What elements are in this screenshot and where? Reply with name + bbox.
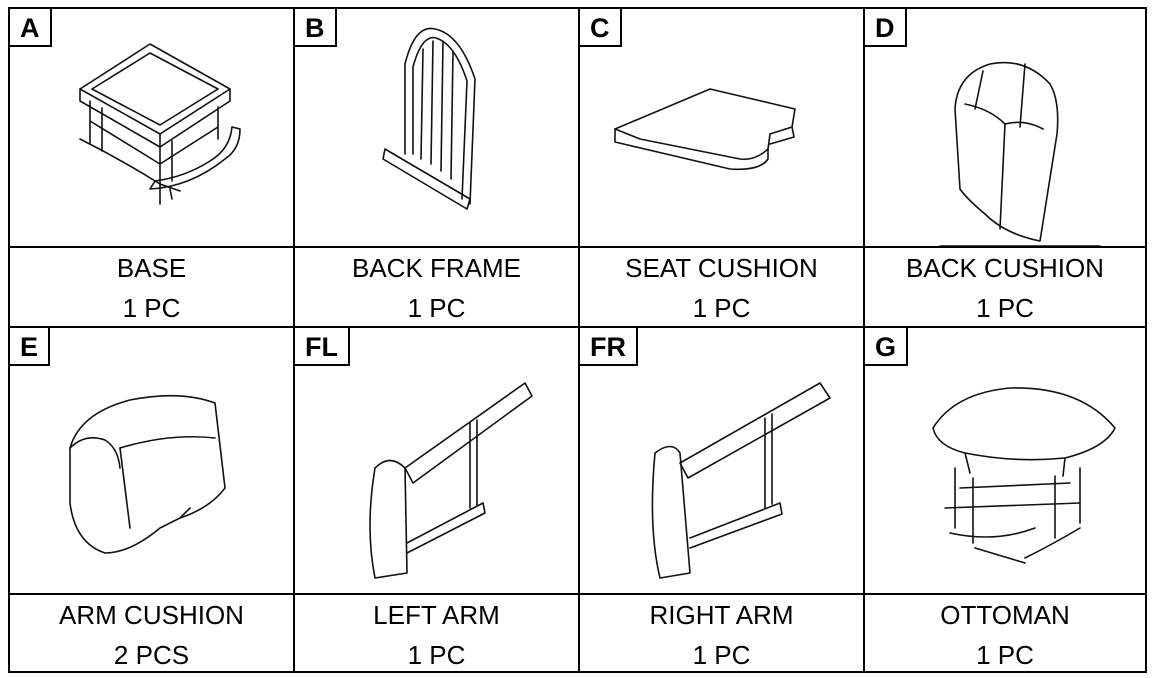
part-cell-d: D: [865, 9, 1145, 248]
part-letter-fl: FL: [295, 328, 350, 366]
part-qty: 1 PC: [122, 293, 181, 323]
part-cell-e: E: [10, 328, 295, 595]
part-qty: 1 PC: [407, 640, 466, 670]
part-letter-g: G: [865, 328, 909, 366]
part-cell-a: A: [10, 9, 295, 248]
arm-cushion-icon: [69, 394, 226, 554]
part-qty: 1 PC: [692, 640, 751, 670]
part-label-fl: LEFT ARM 1 PC: [295, 595, 580, 671]
part-qty: 1 PC: [407, 293, 466, 323]
part-cell-g: G: [865, 328, 1145, 595]
part-letter-b: B: [295, 9, 337, 47]
part-cell-fr: FR: [580, 328, 865, 595]
part-name: BASE: [116, 253, 187, 283]
part-label-d: BACK CUSHION 1 PC: [865, 248, 1145, 328]
part-qty: 2 PCS: [113, 640, 190, 670]
back-frame-icon: [382, 27, 476, 210]
part-label-a: BASE 1 PC: [10, 248, 295, 328]
left-arm-icon: [369, 382, 533, 579]
glider-base-icon: [79, 43, 241, 205]
part-label-c: SEAT CUSHION 1 PC: [580, 248, 865, 328]
part-qty: 1 PC: [976, 293, 1034, 323]
right-arm-icon: [651, 382, 831, 579]
part-label-e: ARM CUSHION 2 PCS: [10, 595, 295, 671]
ottoman-icon: [932, 387, 1116, 564]
part-name: SEAT CUSHION: [625, 253, 818, 283]
part-letter-fr: FR: [580, 328, 638, 366]
part-qty: 1 PC: [692, 293, 751, 323]
parts-table: A B C D BASE 1 PC BACK FRAME: [8, 7, 1147, 673]
back-cushion-icon: [939, 61, 1101, 246]
part-label-b: BACK FRAME 1 PC: [295, 248, 580, 328]
part-cell-c: C: [580, 9, 865, 248]
part-name: ARM CUSHION: [59, 600, 244, 630]
part-label-g: OTTOMAN 1 PC: [865, 595, 1145, 671]
part-letter-d: D: [865, 9, 907, 47]
part-name: RIGHT ARM: [649, 600, 794, 630]
part-letter-a: A: [10, 9, 52, 47]
part-letter-e: E: [10, 328, 51, 366]
part-letter-c: C: [580, 9, 622, 47]
part-name: BACK CUSHION: [906, 253, 1104, 283]
part-qty: 1 PC: [976, 640, 1034, 670]
part-label-fr: RIGHT ARM 1 PC: [580, 595, 865, 671]
part-name: OTTOMAN: [940, 600, 1070, 630]
part-cell-b: B: [295, 9, 580, 248]
part-cell-fl: FL: [295, 328, 580, 595]
part-name: BACK FRAME: [351, 253, 522, 283]
seat-cushion-icon: [614, 88, 796, 171]
part-name: LEFT ARM: [373, 600, 500, 630]
